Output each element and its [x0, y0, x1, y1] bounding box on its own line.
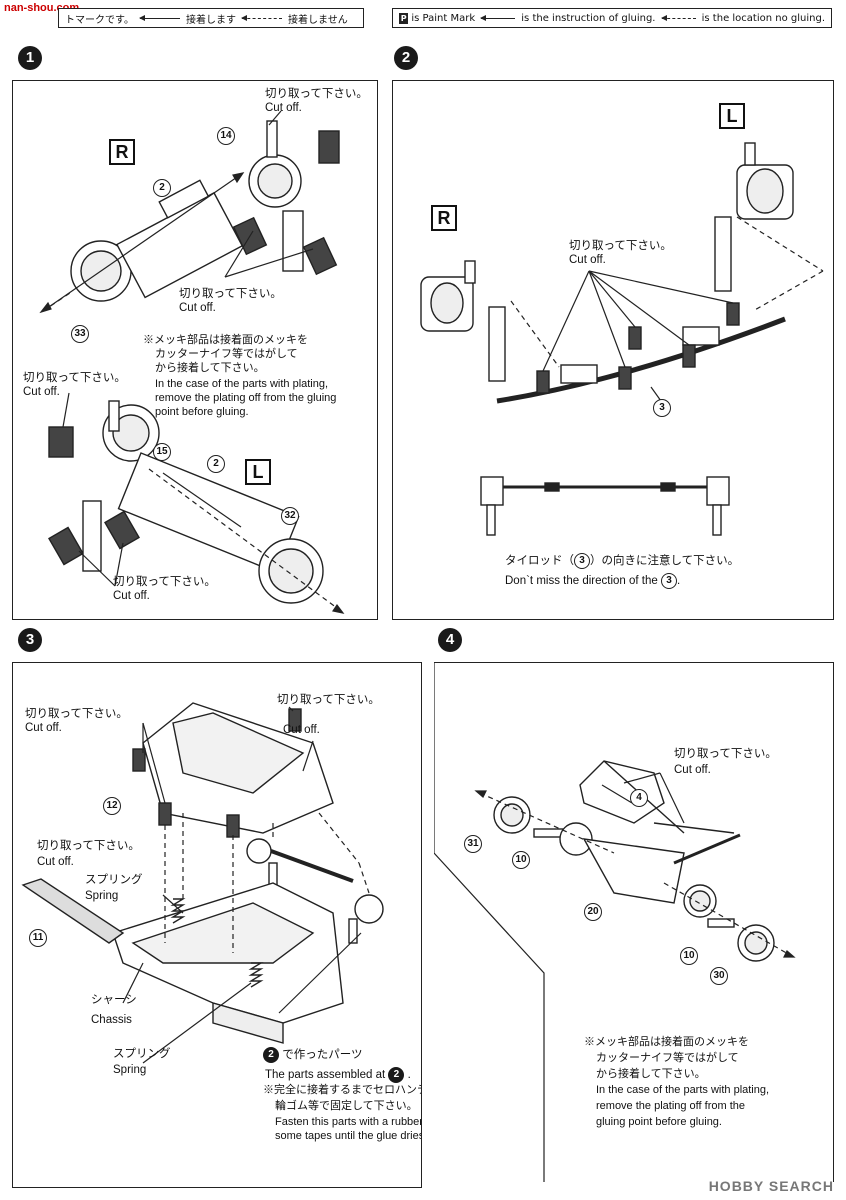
cut-off-label-en: Cut off. — [113, 590, 150, 602]
cut-off-label-en: Cut off. — [23, 386, 60, 398]
part-number-11: 11 — [29, 929, 47, 947]
legend-no-glue-text-jp: 接着しません — [288, 14, 348, 26]
part-number-2: 2 — [207, 455, 225, 473]
legend-glue-text-en: is the instruction of gluing. — [521, 12, 656, 24]
plating-note-line: カッターナイフ等ではがして — [155, 348, 298, 360]
step3-panel: 12 11 切り取って下さい。 Cut off. 切り取って下さい。 Cut o… — [12, 662, 422, 1188]
part-number-14: 14 — [217, 127, 235, 145]
paint-mark-icon: P — [399, 12, 409, 24]
direction-note-en-after: . — [676, 575, 681, 588]
legend-mark-text-jp: トマークです。 — [65, 14, 134, 26]
part-number-10: 10 — [680, 947, 698, 965]
fasten-note-line: ※完全に接着するまでセロハンテープや — [263, 1084, 421, 1096]
no-glue-arrow-icon — [660, 14, 696, 21]
part-number-20: 20 — [584, 903, 602, 921]
part-number-4: 4 — [630, 789, 648, 807]
step4-panel: 4 31 10 20 10 30 切り取って下さい。 Cut off. ※メッキ… — [434, 662, 834, 1182]
step-ref-2: 2 — [263, 1047, 279, 1063]
step-number-2: 2 — [394, 46, 418, 70]
direction-note-jp-before: タイロッド（ — [505, 555, 574, 568]
part-number-3: 3 — [574, 553, 590, 569]
cut-off-label-en: Cut off. — [179, 302, 216, 314]
direction-note-jp: タイロッド（3）の向きに注意して下さい。 — [505, 553, 739, 569]
cut-off-label-jp: 切り取って下さい。 — [674, 748, 777, 760]
part-number-10: 10 — [512, 851, 530, 869]
legend-no-glue-text-en: is the location no gluing. — [701, 12, 825, 24]
brand-logo: HOBBY SEARCH — [708, 1178, 834, 1194]
step-number-4: 4 — [438, 628, 462, 652]
plating-note-line: から接着して下さい。 — [155, 362, 265, 374]
plating-note-line: remove the plating off from the gluing — [155, 392, 337, 404]
part-number-2: 2 — [153, 179, 171, 197]
cut-off-label-en: Cut off. — [674, 764, 711, 776]
direction-note-jp-after: ）の向きに注意して下さい。 — [590, 555, 740, 568]
cut-off-label-jp: 切り取って下さい。 — [23, 372, 126, 384]
part-number-30: 30 — [710, 967, 728, 985]
direction-note-en: Don`t miss the direction of the 3. — [505, 573, 680, 589]
fasten-note-line: Fasten this parts with a rubber band or — [275, 1116, 422, 1128]
assembled-parts-note-en: The parts assembled at 2 . — [265, 1067, 411, 1083]
fasten-note-line: some tapes until the glue dries. — [275, 1130, 422, 1142]
cut-off-label-jp: 切り取って下さい。 — [113, 576, 216, 588]
part-number-33: 33 — [71, 325, 89, 343]
side-label-r: R — [431, 205, 457, 231]
plating-note-line: point before gluing. — [155, 406, 249, 418]
side-label-l: L — [719, 103, 745, 129]
step-ref-2: 2 — [388, 1067, 405, 1083]
spring-label-jp: スプリング — [85, 874, 143, 886]
assembled-parts-text-en: The parts assembled at — [265, 1069, 386, 1082]
cut-off-label-jp: 切り取って下さい。 — [569, 240, 672, 252]
cut-off-label-en: Cut off. — [569, 254, 606, 266]
cut-off-label-en: Cut off. — [25, 722, 62, 734]
plating-note-line: gluing point before gluing. — [596, 1116, 722, 1128]
cut-off-label-jp: 切り取って下さい。 — [265, 88, 368, 100]
spring-label-en: Spring — [113, 1064, 147, 1076]
part-number-3: 3 — [653, 399, 671, 417]
cut-off-label-en: Cut off. — [37, 856, 74, 868]
legend-japanese: トマークです。 接着します 接着しません — [58, 8, 364, 28]
cut-off-label-jp: 切り取って下さい。 — [25, 708, 128, 720]
cut-off-label-jp: 切り取って下さい。 — [277, 694, 380, 706]
part-number-15: 15 — [153, 443, 171, 461]
spring-label-jp: スプリング — [113, 1048, 171, 1060]
chassis-label-jp: シャーシ — [91, 994, 137, 1006]
direction-note-en-before: Don`t miss the direction of the — [505, 575, 658, 588]
plating-note-line: から接着して下さい。 — [596, 1068, 706, 1080]
step2-illustration — [420, 142, 824, 536]
plating-note-line: In the case of the parts with plating, — [596, 1084, 770, 1096]
cut-off-label-en: Cut off. — [265, 102, 302, 114]
plating-note-line: ※メッキ部品は接着面のメッキを — [143, 334, 308, 346]
legend-glue-text-jp: 接着します — [186, 14, 236, 26]
part-number-3: 3 — [660, 573, 677, 589]
spring-label-en: Spring — [85, 890, 119, 902]
cut-off-label-jp: 切り取って下さい。 — [179, 288, 282, 300]
part-number-31: 31 — [464, 835, 482, 853]
fasten-note-line: 輪ゴム等で固定して下さい。 — [275, 1100, 418, 1112]
no-glue-arrow-icon — [241, 14, 282, 21]
assembled-parts-text-jp: で作ったパーツ — [282, 1049, 363, 1062]
cut-off-label-jp: 切り取って下さい。 — [37, 840, 140, 852]
plating-note-line: remove the plating off from the — [596, 1100, 745, 1112]
step-number-3: 3 — [18, 628, 42, 652]
assembled-parts-note-jp: 2 で作ったパーツ — [263, 1047, 362, 1063]
step1-panel: R L 14 2 33 15 2 32 切り取って下さい。 Cut off. 切… — [12, 80, 378, 620]
step2-panel: R L 3 切り取って下さい。 Cut off. タイロッド（3）の向きに注意し… — [392, 80, 834, 620]
step3-illustration — [21, 702, 384, 1064]
plating-note-line: In the case of the parts with plating, — [155, 378, 329, 390]
glue-arrow-icon — [480, 14, 516, 21]
plating-note-line: ※メッキ部品は接着面のメッキを — [584, 1036, 749, 1048]
side-label-r: R — [109, 139, 135, 165]
plating-note-line: カッターナイフ等ではがして — [596, 1052, 739, 1064]
step1-illustration — [39, 110, 345, 614]
part-number-32: 32 — [281, 507, 299, 525]
legend-mark-text-en: is Paint Mark — [411, 12, 476, 24]
step-number-1: 1 — [18, 46, 42, 70]
side-label-l: L — [245, 459, 271, 485]
chassis-label-en: Chassis — [91, 1014, 132, 1026]
cut-off-label-en: Cut off. — [283, 724, 320, 736]
part-number-12: 12 — [103, 797, 121, 815]
legend-english: P is Paint Mark is the instruction of gl… — [392, 8, 832, 28]
glue-arrow-icon — [139, 14, 180, 21]
